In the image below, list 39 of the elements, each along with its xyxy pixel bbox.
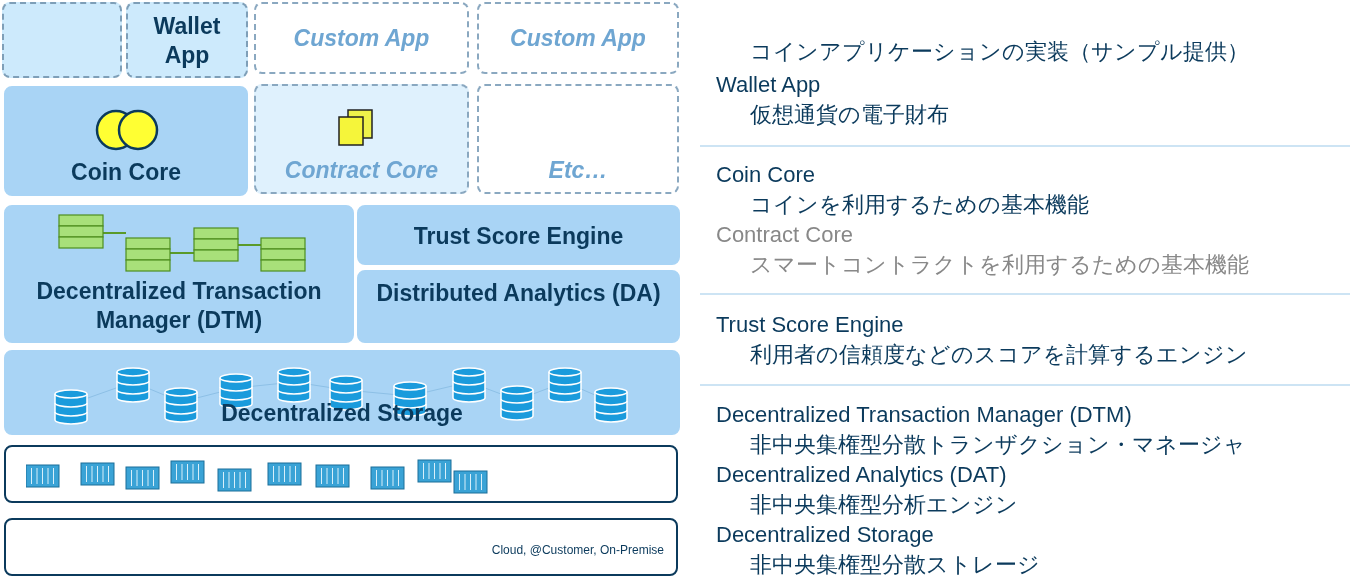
description-text: スマートコントラクトを利用するための基本機能 bbox=[750, 251, 1249, 279]
layer-box bbox=[357, 205, 680, 265]
layer-title: Distributed Analytics (DA) bbox=[375, 279, 662, 308]
component-name: Wallet App bbox=[716, 71, 821, 99]
layer-box bbox=[4, 86, 248, 196]
layer-title: Etc… bbox=[547, 156, 609, 185]
layer-title: Trust Score Engine bbox=[412, 222, 625, 251]
component-name: Trust Score Engine bbox=[716, 311, 904, 339]
layer-title: Contract Core bbox=[283, 156, 440, 185]
layer-title: Decentralized Storage bbox=[220, 399, 464, 428]
description-text: 仮想通貨の電子財布 bbox=[750, 101, 949, 129]
component-name: Decentralized Transaction Manager (DTM) bbox=[716, 401, 1132, 429]
layer-box bbox=[254, 2, 469, 74]
layer-box bbox=[254, 84, 469, 194]
component-name: Contract Core bbox=[716, 221, 853, 249]
layer-title: Cloud, @Customer, On-Premise bbox=[490, 542, 665, 558]
layer-box bbox=[2, 2, 122, 78]
description-text: 非中央集権型分散ストレージ bbox=[750, 551, 1040, 579]
layer-box bbox=[357, 270, 680, 343]
layer-box bbox=[4, 445, 678, 503]
layer-box bbox=[126, 2, 248, 78]
layer-title: Decentralized Transaction Manager (DTM) bbox=[35, 277, 323, 335]
description-text: コインを利用するための基本機能 bbox=[750, 191, 1089, 219]
component-name: Coin Core bbox=[716, 161, 816, 189]
layer-box bbox=[4, 518, 678, 576]
description-text: 非中央集権型分散トランザクション・マネージャ bbox=[750, 431, 1246, 459]
layer-box bbox=[4, 350, 680, 435]
description-text: コインアプリケーションの実装（サンプル提供） bbox=[750, 38, 1249, 66]
layer-title: Custom App bbox=[509, 24, 647, 53]
layer-box bbox=[477, 2, 679, 74]
layer-title: Custom App bbox=[292, 24, 431, 53]
layer-box bbox=[4, 205, 354, 343]
description-text: 利用者の信頼度などのスコアを計算するエンジン bbox=[750, 341, 1248, 369]
layer-box bbox=[477, 84, 679, 194]
layer-title: Coin Core bbox=[70, 158, 182, 187]
layer-title: Wallet App bbox=[152, 12, 222, 70]
description-text: 非中央集権型分析エンジン bbox=[750, 491, 1018, 519]
component-name: Decentralized Storage bbox=[716, 521, 934, 549]
component-name: Decentralized Analytics (DAT) bbox=[716, 461, 1007, 489]
